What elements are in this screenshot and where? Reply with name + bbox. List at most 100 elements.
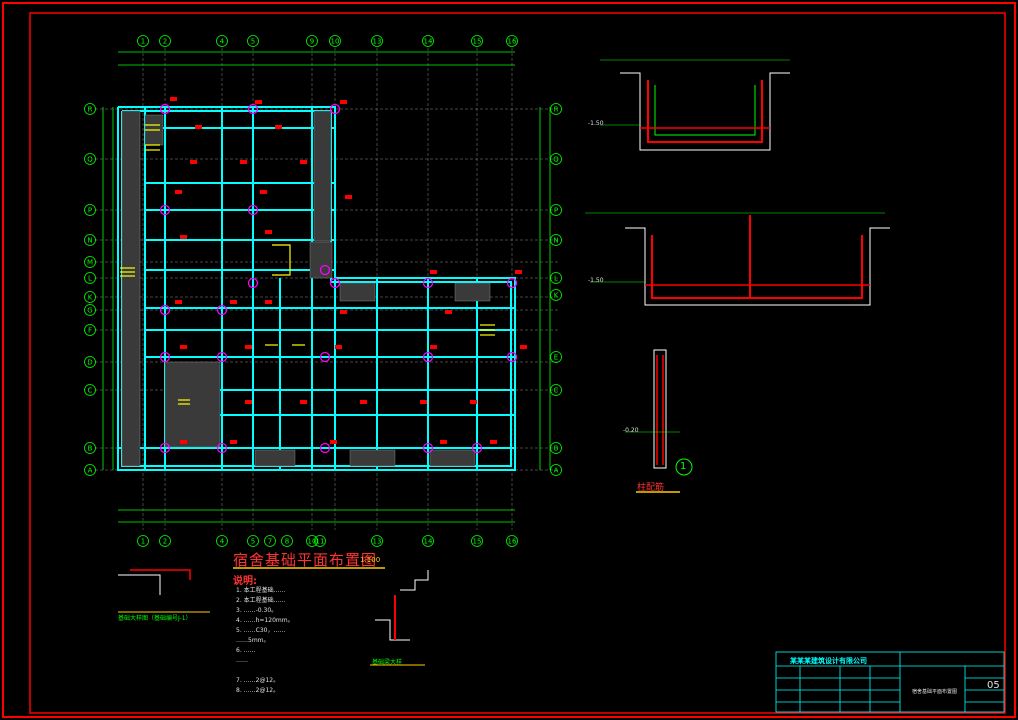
- axis-bubble-right-R: R: [550, 103, 562, 115]
- drawing-border-inner: [29, 12, 1006, 714]
- axis-bubble-right-L: L: [550, 272, 562, 284]
- rebar-tag: [265, 300, 272, 304]
- column-ring: [506, 277, 518, 289]
- column-ring: [319, 351, 331, 363]
- svg-text:13: 13: [373, 38, 382, 46]
- svg-text:16: 16: [508, 538, 517, 546]
- svg-text:P: P: [88, 207, 92, 215]
- axis-bubble-left-P: P: [84, 204, 96, 216]
- column-ring: [247, 103, 259, 115]
- column-ring: [247, 277, 259, 289]
- svg-text:L: L: [554, 275, 558, 283]
- note-8: 8. ……2@12。: [236, 687, 280, 694]
- rebar-tag: [520, 345, 527, 349]
- svg-text:14: 14: [424, 38, 433, 46]
- svg-text:F: F: [88, 327, 92, 335]
- axis-bubble-top-15: 15: [471, 35, 483, 47]
- svg-text:Q: Q: [87, 156, 93, 164]
- column-ring: [216, 351, 228, 363]
- detail-marker: 1: [680, 461, 687, 472]
- title-block-drawing-name: 宿舍基础平面布置图: [912, 689, 958, 695]
- rebar-tag: [445, 310, 452, 314]
- note-2: 2. 本工程基础……: [236, 597, 286, 604]
- rebar-tag: [515, 270, 522, 274]
- column-section: [625, 349, 693, 493]
- axis-bubble-top-16: 16: [506, 35, 518, 47]
- rebar-tag: [330, 440, 337, 444]
- axis-bubble-top-10: 10: [329, 35, 341, 47]
- svg-text:D: D: [87, 359, 92, 367]
- svg-text:2: 2: [163, 538, 167, 546]
- axis-bubble-right-Q: Q: [550, 153, 562, 165]
- rebar-tag: [180, 235, 187, 239]
- svg-text:9: 9: [310, 38, 314, 46]
- axis-bubble-top-5: 5: [247, 35, 259, 47]
- svg-text:5: 5: [251, 538, 255, 546]
- rebar-tag: [195, 125, 202, 129]
- title-block-company: 某某某建筑设计有限公司: [790, 657, 867, 665]
- rebar-tag: [230, 440, 237, 444]
- svg-text:B: B: [554, 445, 559, 453]
- rebar-tag: [470, 400, 477, 404]
- svg-text:R: R: [88, 106, 93, 114]
- level-mark-3: -0.20: [623, 427, 639, 434]
- svg-text:7: 7: [268, 538, 272, 546]
- rebar-tag: [230, 300, 237, 304]
- svg-text:15: 15: [473, 38, 482, 46]
- svg-text:P: P: [554, 207, 558, 215]
- level-mark-1: -1.50: [588, 120, 604, 127]
- column-ring: [422, 351, 434, 363]
- dimension-lines: [102, 51, 551, 523]
- axis-bubble-bottom-16: 16: [506, 535, 518, 547]
- small-details: [118, 567, 429, 666]
- svg-text:1: 1: [141, 38, 145, 46]
- axis-bubble-bottom-1: 1: [137, 535, 149, 547]
- axis-bubble-bottom-11: 11: [314, 535, 326, 547]
- column-ring: [216, 442, 228, 454]
- rebar-tag: [245, 345, 252, 349]
- svg-text:L: L: [88, 275, 92, 283]
- svg-text:M: M: [87, 259, 93, 267]
- svg-text:B: B: [88, 445, 93, 453]
- axis-bubble-top-9: 9: [306, 35, 318, 47]
- rebar-tag: [440, 440, 447, 444]
- svg-text:4: 4: [220, 538, 225, 546]
- svg-text:A: A: [88, 467, 93, 475]
- rebar-tag: [340, 310, 347, 314]
- svg-text:14: 14: [424, 538, 433, 546]
- column-ring: [422, 442, 434, 454]
- axis-bubble-right-E: E: [550, 351, 562, 363]
- title-block: [775, 651, 1005, 713]
- column-markers: [159, 103, 518, 454]
- svg-text:2: 2: [163, 38, 167, 46]
- drawing-title: 宿舍基础平面布置图: [233, 551, 378, 569]
- svg-text:5: 5: [251, 38, 255, 46]
- section-detail-2: [585, 212, 890, 306]
- note-7: 7. ……2@12。: [236, 677, 280, 684]
- rebar-tag: [275, 125, 282, 129]
- column-ring: [471, 442, 483, 454]
- axis-bubble-top-4: 4: [216, 35, 228, 47]
- axis-bubble-right-P: P: [550, 204, 562, 216]
- axis-bubble-left-L: L: [84, 272, 96, 284]
- note-5: 5. ……C30，……: [236, 627, 286, 634]
- rebar-tag: [335, 345, 342, 349]
- svg-text:K: K: [554, 292, 559, 300]
- axis-bubble-right-N: N: [550, 234, 562, 246]
- column-ring: [319, 264, 331, 276]
- axis-bubble-bottom-8: 8: [281, 535, 293, 547]
- svg-text:N: N: [87, 237, 92, 245]
- note-5b: ……5mm。: [236, 637, 270, 644]
- hatched-foundation-strips: [121, 110, 491, 467]
- rebar-tag: [170, 97, 177, 101]
- axis-bubble-bottom-2: 2: [159, 535, 171, 547]
- axis-bubble-left-B: B: [84, 442, 96, 454]
- title-block-page: 05: [987, 680, 1000, 691]
- svg-text:13: 13: [373, 538, 382, 546]
- svg-text:10: 10: [331, 38, 340, 46]
- section-detail-1: [600, 59, 790, 151]
- svg-text:16: 16: [508, 38, 517, 46]
- rebar-tag: [190, 160, 197, 164]
- svg-text:N: N: [553, 237, 558, 245]
